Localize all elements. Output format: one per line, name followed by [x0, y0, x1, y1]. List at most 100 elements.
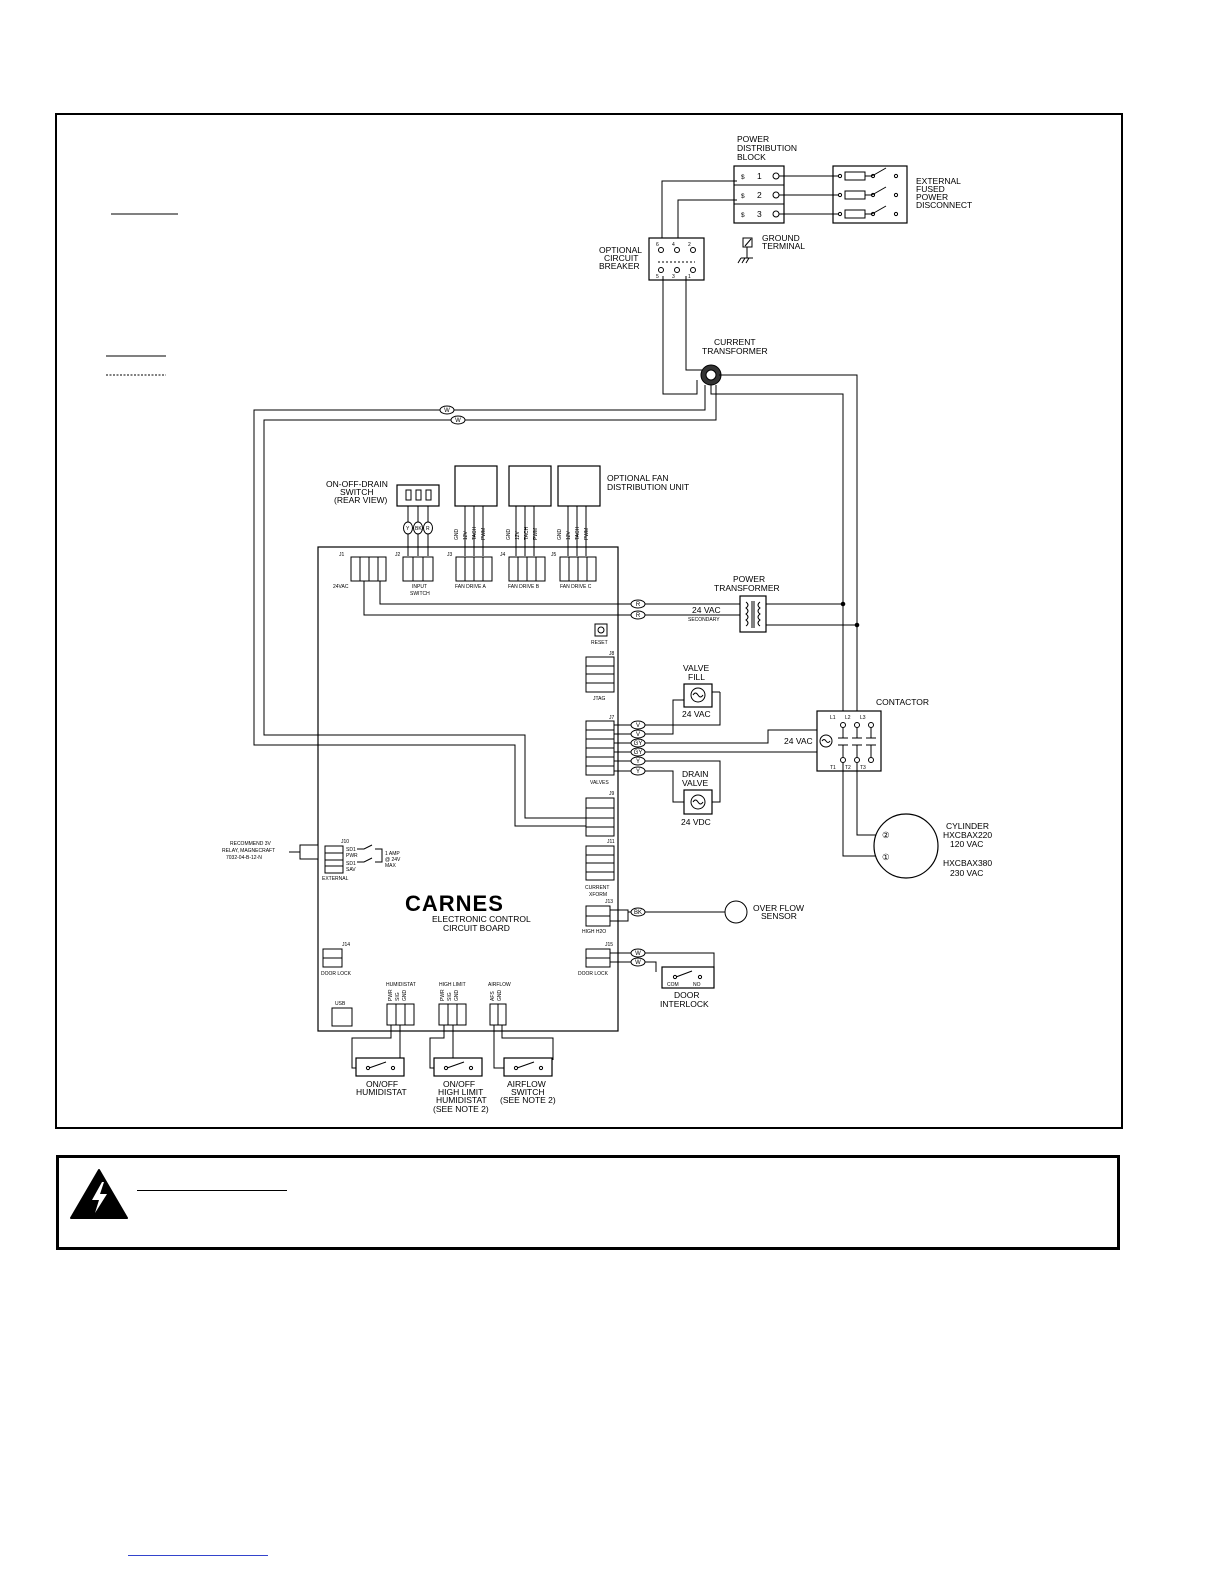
svg-text:J2: J2 [395, 552, 401, 558]
svg-text:1: 1 [688, 274, 691, 280]
svg-text:GND: GND [506, 529, 512, 541]
airflow-switch: AIRFLOW SWITCH (SEE NOTE 2) [500, 1057, 556, 1105]
svg-text:JTAG: JTAG [593, 696, 606, 702]
svg-text:J13: J13 [605, 899, 613, 905]
svg-text:EXTERNAL: EXTERNAL [916, 176, 961, 186]
drain-valve: DRAIN VALVE 24 VDC [681, 767, 721, 827]
svg-text:12V: 12V [515, 530, 521, 540]
high-limit-humidistat-switch: ON/OFF HIGH LIMIT HUMIDISTAT (SEE NOTE 2… [433, 1057, 489, 1114]
svg-text:L1: L1 [830, 715, 836, 721]
carnes-logo: CARNES [405, 891, 503, 916]
svg-text:1 AMP: 1 AMP [385, 851, 400, 857]
svg-text:RECOMMEND 3V: RECOMMEND 3V [230, 841, 272, 847]
svg-text:PWM: PWM [533, 528, 539, 540]
svg-text:SWITCH: SWITCH [511, 1087, 545, 1097]
svg-text:DOOR: DOOR [674, 990, 700, 1000]
svg-text:SWITCH: SWITCH [410, 591, 430, 597]
svg-text:SIG: SIG [395, 992, 401, 1001]
svg-text:GROUND: GROUND [762, 233, 800, 243]
svg-text:GND: GND [454, 990, 460, 1002]
svg-text:TRANSFORMER: TRANSFORMER [714, 583, 780, 593]
valve-wires [614, 692, 820, 803]
svg-text:$: $ [741, 193, 745, 200]
svg-text:HIGH LIMIT: HIGH LIMIT [439, 982, 466, 988]
svg-text:AIRFLOW: AIRFLOW [488, 982, 511, 988]
svg-text:GND: GND [497, 990, 503, 1002]
svg-text:FAN DRIVE B: FAN DRIVE B [508, 584, 540, 590]
svg-text:DISTRIBUTION: DISTRIBUTION [737, 143, 797, 153]
connector-j10: J10 SD1 PWR SD1 SAV 1 AMP @ 24V MAX EXTE… [322, 839, 401, 882]
cylinder: ② ① CYLINDER HXCBAX220 120 VAC HXCBAX380… [873, 813, 992, 879]
svg-text:VALVE: VALVE [683, 663, 709, 673]
svg-text:HIGH LIMIT: HIGH LIMIT [438, 1087, 483, 1097]
svg-text:T3: T3 [860, 765, 866, 771]
svg-text:J9: J9 [609, 791, 615, 797]
svg-text:DOOR LOCK: DOOR LOCK [321, 971, 352, 977]
overflow-sensor: OVER FLOW SENSOR [724, 900, 804, 924]
connector-j11: J11 CURRENT XFORM [585, 839, 615, 898]
svg-text:GND: GND [402, 990, 408, 1002]
board-title: ELECTRONIC CONTROL CIRCUIT BOARD [432, 914, 531, 933]
connector-j1: J1 24VAC [333, 552, 387, 590]
svg-text:INPUT: INPUT [412, 584, 427, 590]
svg-text:COM: COM [667, 982, 679, 988]
svg-text:CIRCUIT BOARD: CIRCUIT BOARD [443, 923, 510, 933]
svg-text:V: V [636, 732, 640, 738]
svg-text:CURRENT: CURRENT [714, 337, 756, 347]
svg-text:FILL: FILL [688, 672, 705, 682]
connector-j7-valves: J7 VALVES [585, 715, 615, 786]
svg-text:RELAY, MAGNECRAFT: RELAY, MAGNECRAFT [222, 848, 275, 854]
svg-text:BK: BK [634, 910, 642, 916]
svg-text:CYLINDER: CYLINDER [946, 821, 989, 831]
fan-pin-labels: GND 12V TACH PWM GND 12V TACH PWM GND 12… [454, 526, 590, 540]
warning-title-underline [137, 1190, 287, 1191]
svg-text:3: 3 [672, 274, 675, 280]
svg-text:J5: J5 [551, 552, 557, 558]
connector-j2: J2 INPUT SWITCH [395, 552, 434, 597]
svg-text:PWR: PWR [440, 989, 446, 1001]
svg-text:J1: J1 [339, 552, 345, 558]
fill-valve: VALVE FILL 24 VAC [682, 663, 720, 719]
svg-text:AFS: AFS [490, 991, 496, 1001]
svg-text:TERMINAL: TERMINAL [762, 241, 805, 251]
ct-secondary-wires [253, 385, 717, 827]
wire-tag-w-2: W [450, 415, 466, 425]
connector-j13: J13 HIGH H2O BK [582, 899, 725, 935]
svg-text:R: R [636, 613, 641, 619]
svg-text:12V: 12V [566, 530, 572, 540]
svg-text:FUSED: FUSED [916, 184, 945, 194]
pdb-to-breaker-wires [661, 180, 737, 243]
j1-to-transformer-wires [363, 581, 857, 626]
svg-text:SENSOR: SENSOR [761, 911, 797, 921]
svg-text:R: R [636, 602, 641, 608]
svg-text:GND: GND [454, 529, 460, 541]
airflow-connector: AIRFLOW AFS GND [488, 982, 511, 1026]
ground-terminal: GROUND TERMINAL [737, 233, 805, 264]
svg-text:J11: J11 [607, 839, 615, 845]
connector-j8-jtag: J8 JTAG [585, 651, 615, 702]
svg-text:T2: T2 [845, 765, 851, 771]
wire-tag-w-1: W [439, 405, 455, 415]
svg-text:120 VAC: 120 VAC [950, 839, 983, 849]
svg-text:J8: J8 [609, 651, 615, 657]
svg-text:V: V [636, 723, 640, 729]
svg-text:L2: L2 [845, 715, 851, 721]
svg-text:HIGH H2O: HIGH H2O [582, 929, 606, 935]
svg-text:3: 3 [757, 209, 762, 219]
svg-text:L3: L3 [860, 715, 866, 721]
wire-tag-r-1: R [630, 599, 646, 609]
power-transformer: POWER TRANSFORMER 24 VAC SECONDARY [688, 574, 780, 633]
usb-port: USB [331, 1001, 353, 1027]
connector-j5: J5 FAN DRIVE C [551, 552, 597, 590]
svg-text:PWM: PWM [481, 528, 487, 540]
svg-text:OVER FLOW: OVER FLOW [753, 903, 804, 913]
svg-text:4: 4 [672, 242, 675, 248]
reset-button: RESET [591, 623, 608, 646]
svg-text:1: 1 [757, 171, 762, 181]
svg-text:J3: J3 [447, 552, 453, 558]
svg-text:24 VDC: 24 VDC [681, 817, 711, 827]
svg-text:DISCONNECT: DISCONNECT [916, 200, 972, 210]
main-line-to-contactor [710, 374, 860, 716]
svg-text:W: W [635, 960, 641, 966]
